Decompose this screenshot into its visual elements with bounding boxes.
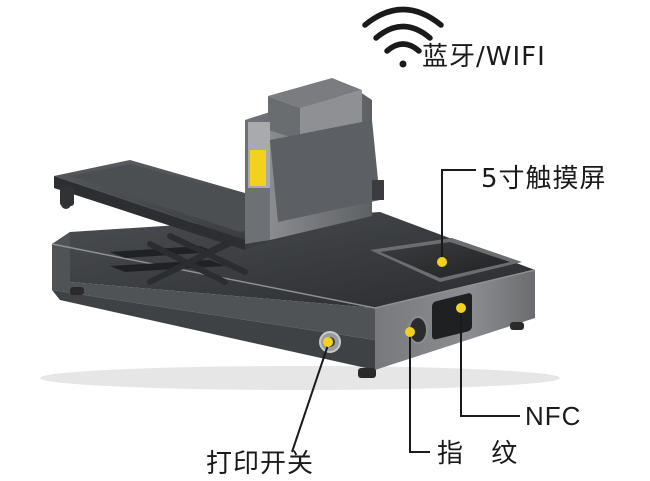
touchscreen-label: 5寸触摸屏 — [481, 164, 607, 194]
power-callout-dot — [323, 337, 333, 347]
callout-lines — [291, 169, 520, 453]
fingerprint-callout-dot — [405, 327, 415, 337]
power-switch-label: 打印开关 — [206, 449, 315, 479]
printer-base — [40, 212, 560, 390]
nfc-label: NFC — [525, 401, 582, 431]
nfc-callout-dot — [456, 303, 466, 313]
print-head — [245, 78, 384, 244]
printhead-highlight — [250, 150, 266, 186]
fingerprint-label: 指 纹 — [437, 439, 528, 469]
screen-callout-dot — [437, 257, 447, 267]
callout-dots — [250, 150, 466, 347]
wifi-label: 蓝牙/WIFI — [422, 42, 546, 72]
wifi-icon — [362, 6, 444, 68]
